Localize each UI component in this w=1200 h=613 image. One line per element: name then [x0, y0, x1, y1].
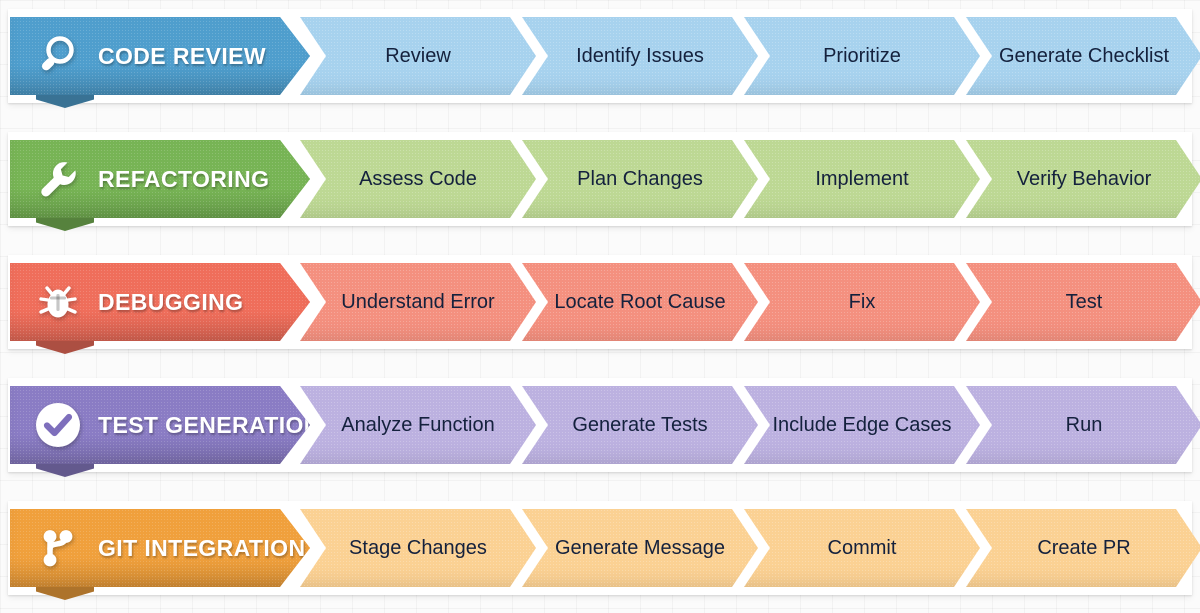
wrench-icon: [32, 153, 84, 205]
step-arrow-test-generation-3[interactable]: Include Edge Cases: [744, 386, 980, 464]
step-label: Locate Root Cause: [554, 290, 726, 313]
git-branch-icon: [32, 522, 84, 574]
step-arrow-group: Assess Code Plan Changes Implement Verify B…: [300, 140, 1188, 218]
step-label: Prioritize: [823, 44, 901, 67]
workflow-header-label: DEBUGGING: [98, 288, 244, 315]
ribbon-fold: [36, 341, 94, 354]
step-arrow-refactoring-3[interactable]: Implement: [744, 140, 980, 218]
step-label: Generate Tests: [572, 413, 708, 436]
step-arrow-code-review-2[interactable]: Identify Issues: [522, 17, 758, 95]
step-arrow-refactoring-1[interactable]: Assess Code: [300, 140, 536, 218]
step-arrow-code-review-4[interactable]: Generate Checklist: [966, 17, 1200, 95]
step-arrow-debugging-1[interactable]: Understand Error: [300, 263, 536, 341]
step-label: Verify Behavior: [1016, 167, 1152, 190]
workflow-row-code-review: Review Identify Issues Prioritize Generate …: [0, 9, 1200, 108]
step-label: Create PR: [1037, 536, 1131, 559]
step-arrow-git-integration-1[interactable]: Stage Changes: [300, 509, 536, 587]
step-label: Generate Checklist: [998, 44, 1170, 67]
step-label: Implement: [815, 167, 909, 190]
step-arrow-debugging-3[interactable]: Fix: [744, 263, 980, 341]
step-arrow-test-generation-1[interactable]: Analyze Function: [300, 386, 536, 464]
step-arrow-refactoring-4[interactable]: Verify Behavior: [966, 140, 1200, 218]
ribbon-fold: [36, 464, 94, 477]
bug-icon: [32, 276, 84, 328]
workflow-header-label: TEST GENERATION: [98, 411, 321, 438]
step-arrow-code-review-1[interactable]: Review: [300, 17, 536, 95]
workflow-row-debugging: Understand Error Locate Root Cause Fix Test…: [0, 255, 1200, 354]
step-label: Commit: [827, 536, 897, 559]
workflow-header-test-generation[interactable]: TEST GENERATION: [10, 386, 310, 464]
step-arrow-git-integration-4[interactable]: Create PR: [966, 509, 1200, 587]
step-label: Test: [1065, 290, 1103, 313]
step-label: Identify Issues: [576, 44, 704, 67]
step-arrow-debugging-4[interactable]: Test: [966, 263, 1200, 341]
workflow-header-label: CODE REVIEW: [98, 42, 266, 69]
step-label: Assess Code: [359, 167, 477, 190]
workflow-header-refactoring[interactable]: REFACTORING: [10, 140, 310, 218]
ribbon-fold: [36, 218, 94, 231]
magnifier-icon: [32, 30, 84, 82]
step-arrow-group: Stage Changes Generate Message Commit Creat…: [300, 509, 1188, 587]
workflow-header-label: REFACTORING: [98, 165, 270, 192]
step-arrow-group: Analyze Function Generate Tests Include Ed…: [300, 386, 1188, 464]
step-arrow-group: Review Identify Issues Prioritize Generate …: [300, 17, 1188, 95]
step-arrow-test-generation-4[interactable]: Run: [966, 386, 1200, 464]
ribbon-fold: [36, 587, 94, 600]
workflow-row-test-generation: Analyze Function Generate Tests Include Ed…: [0, 378, 1200, 477]
step-label: Analyze Function: [341, 413, 495, 436]
step-label: Stage Changes: [349, 536, 487, 559]
workflow-header-debugging[interactable]: DEBUGGING: [10, 263, 310, 341]
workflow-row-git-integration: Stage Changes Generate Message Commit Creat…: [0, 501, 1200, 600]
workflow-header-git-integration[interactable]: GIT INTEGRATION: [10, 509, 310, 587]
step-label: Understand Error: [341, 290, 495, 313]
workflow-header-label: GIT INTEGRATION: [98, 534, 306, 561]
step-label: Generate Message: [554, 536, 726, 559]
step-arrow-group: Understand Error Locate Root Cause Fix Test: [300, 263, 1188, 341]
step-label: Review: [385, 44, 451, 67]
step-label: Include Edge Cases: [772, 413, 952, 436]
step-arrow-refactoring-2[interactable]: Plan Changes: [522, 140, 758, 218]
step-arrow-code-review-3[interactable]: Prioritize: [744, 17, 980, 95]
workflow-header-code-review[interactable]: CODE REVIEW: [10, 17, 310, 95]
step-arrow-debugging-2[interactable]: Locate Root Cause: [522, 263, 758, 341]
ribbon-fold: [36, 95, 94, 108]
workflow-row-refactoring: Assess Code Plan Changes Implement Verify B…: [0, 132, 1200, 231]
step-arrow-git-integration-3[interactable]: Commit: [744, 509, 980, 587]
step-label: Run: [1065, 413, 1103, 436]
step-label: Plan Changes: [577, 167, 703, 190]
step-arrow-test-generation-2[interactable]: Generate Tests: [522, 386, 758, 464]
step-arrow-git-integration-2[interactable]: Generate Message: [522, 509, 758, 587]
check-circle-icon: [32, 399, 84, 451]
step-label: Fix: [848, 290, 876, 313]
